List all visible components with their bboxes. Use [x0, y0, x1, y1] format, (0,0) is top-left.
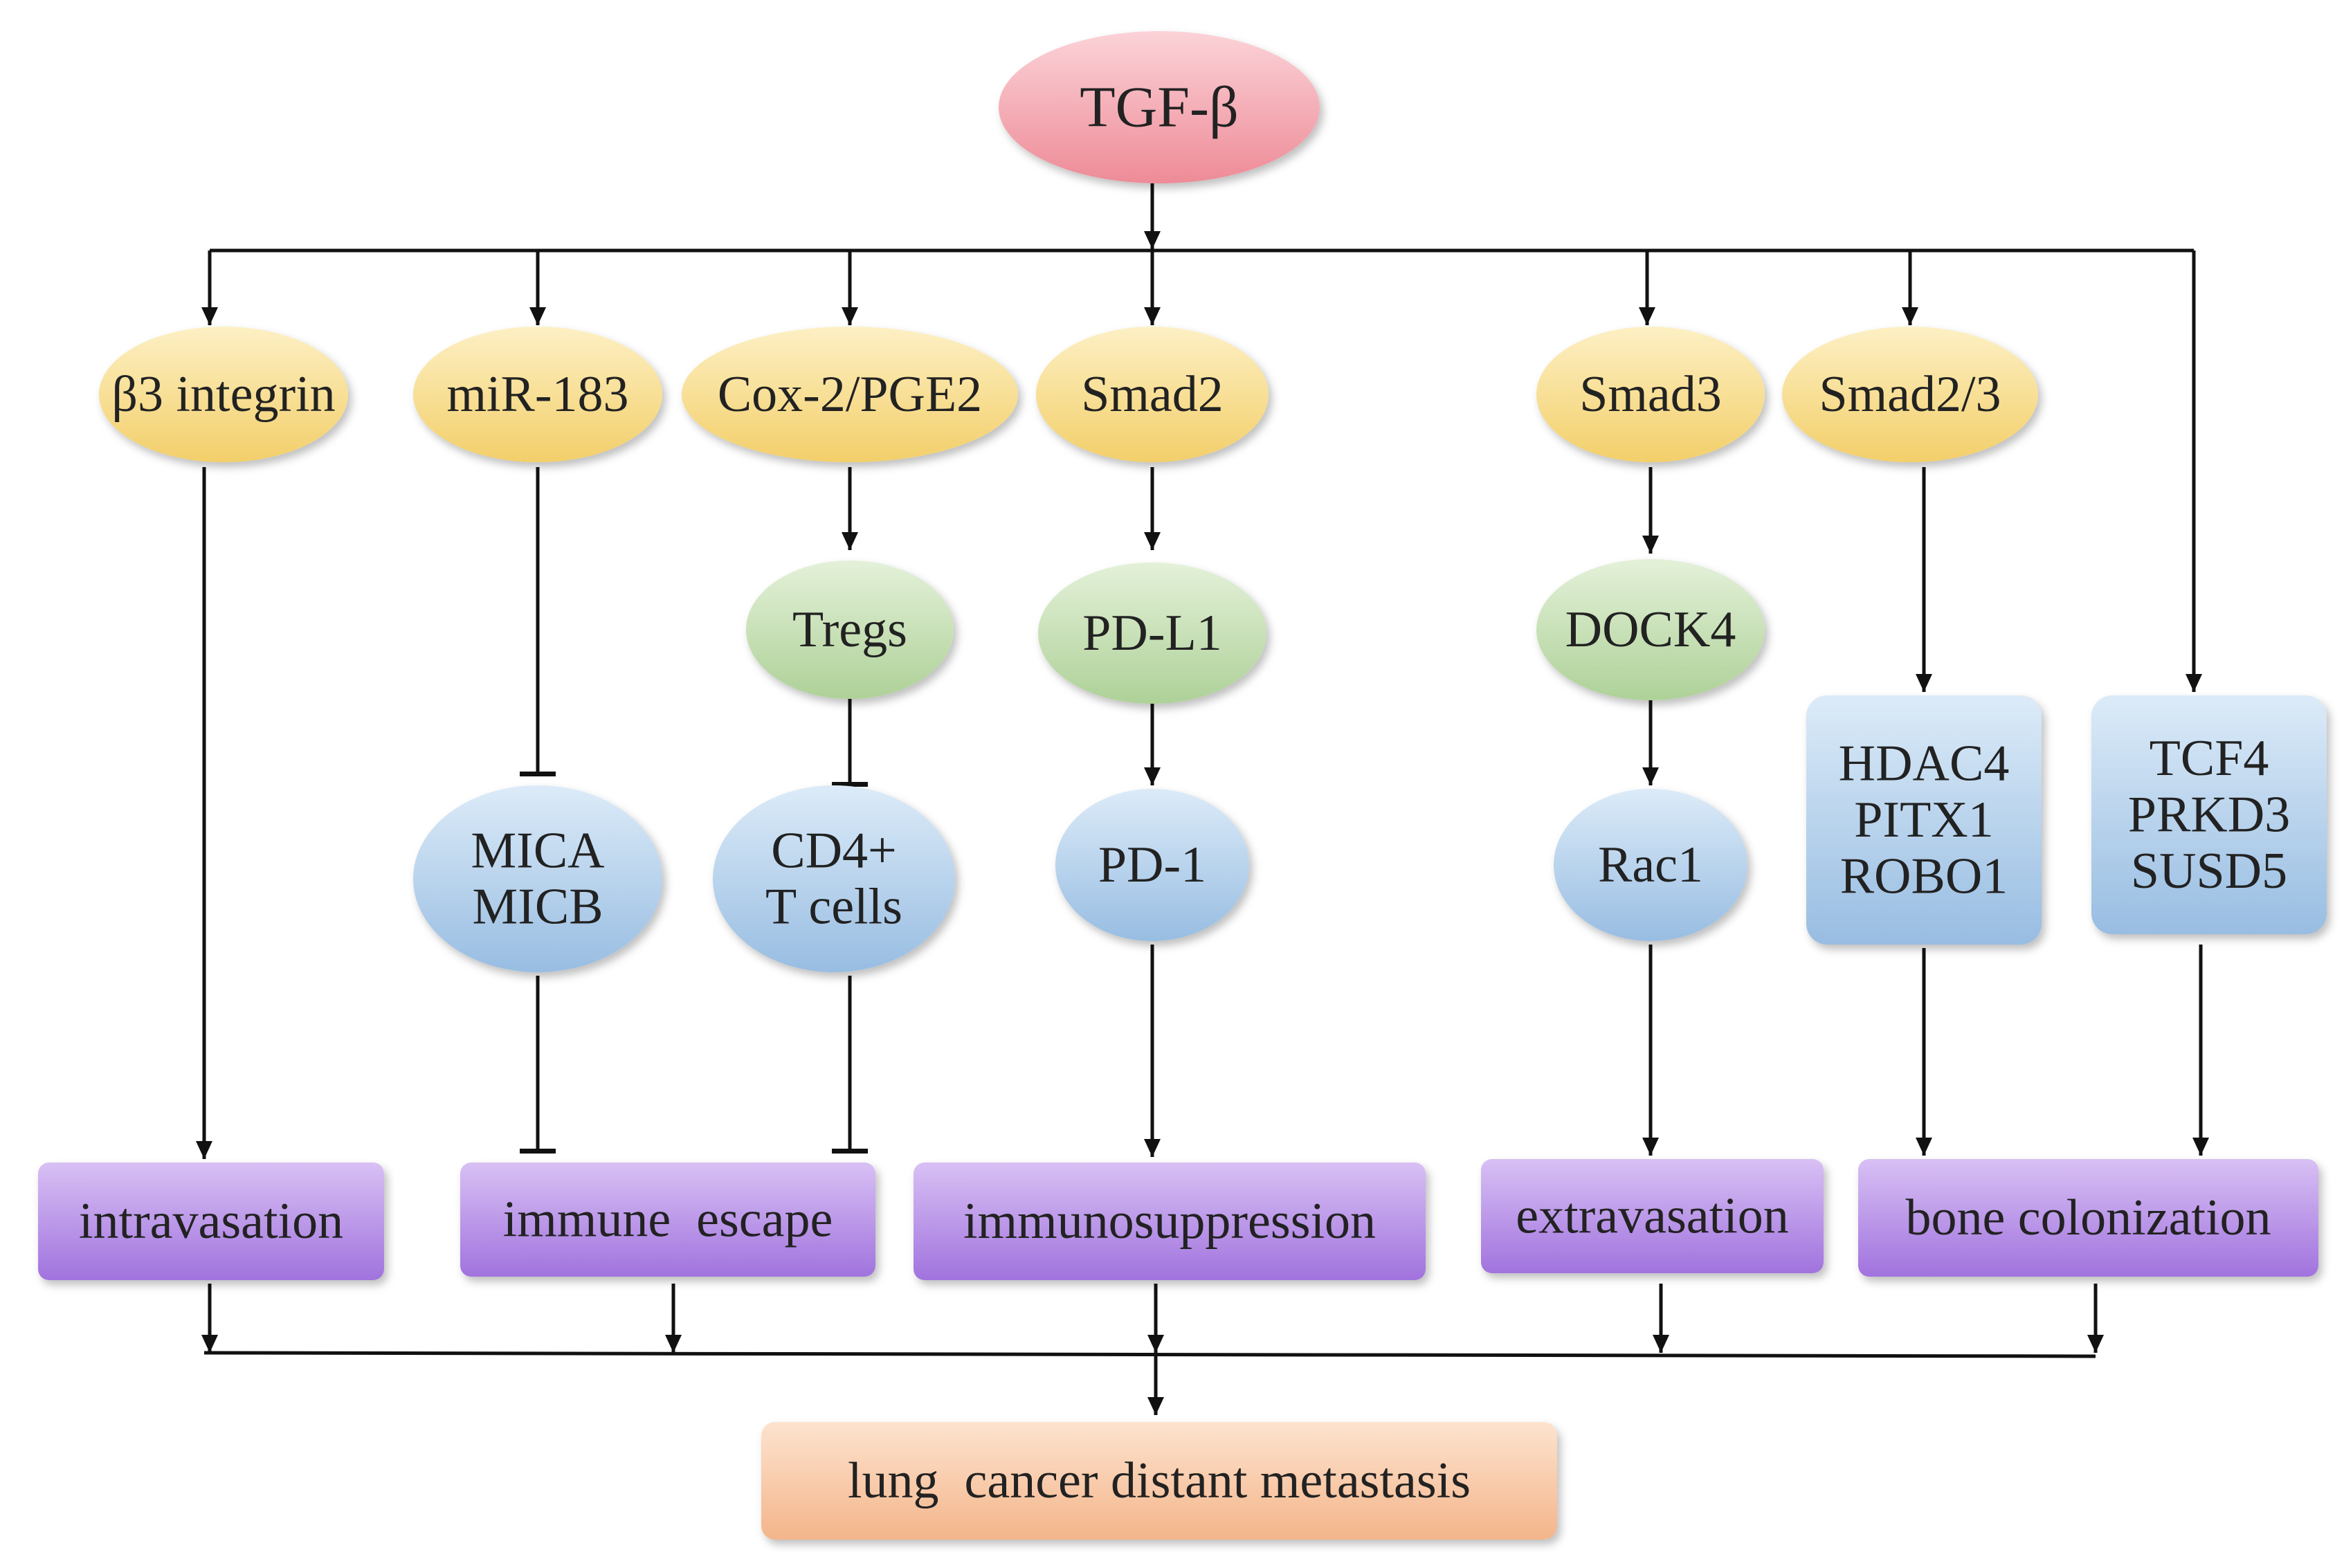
effector-cd4-label-1: CD4+	[771, 822, 897, 879]
effector-mica-label-2: MICB	[472, 879, 603, 936]
gene-box-hdac-label-1: HDAC4	[1839, 736, 2010, 792]
mediator-b3-label: β3 integrin	[111, 366, 335, 423]
intermediate-pdl1-shape	[1038, 563, 1266, 704]
intermediate-dock4: DOCK4	[1536, 559, 1765, 700]
process-extra-label: extravasation	[1516, 1188, 1789, 1245]
mediator-smad2-label: Smad2	[1081, 366, 1224, 423]
nodes: TGF-β β3 integrin miR-183 Cox-2/PGE2 Smad2 Sm…	[38, 31, 2327, 1540]
outcome-lung-cancer-metastasis: lung cancer distant metastasis	[761, 1422, 1557, 1540]
tgf-beta-node-label: TGF-β	[1080, 75, 1238, 140]
mediator-smad2-shape	[1036, 327, 1269, 462]
gene-box-tcf-label-1: TCF4	[2150, 730, 2269, 787]
process-immuno: immunosuppression	[914, 1163, 1426, 1280]
effector-cd4-label-2: T cells	[765, 879, 902, 936]
effector-pd1-label: PD-1	[1098, 837, 1206, 893]
tgf-beta-node: TGF-β	[999, 31, 1320, 183]
tgf-beta-node-shape	[999, 31, 1320, 183]
mediator-mir-label: miR-183	[446, 366, 628, 423]
mediator-smad23: Smad2/3	[1782, 327, 2038, 462]
effector-pd1: PD-1	[1055, 789, 1249, 941]
mediator-smad23-shape	[1782, 327, 2038, 462]
mediator-smad2: Smad2	[1036, 327, 1269, 462]
mediator-mir: miR-183	[413, 327, 662, 462]
effector-pd1-shape	[1055, 789, 1249, 941]
intermediate-tregs: Tregs	[746, 560, 954, 699]
process-intra: intravasation	[38, 1163, 384, 1280]
intermediate-tregs-label: Tregs	[792, 601, 907, 658]
effector-rac1-shape	[1554, 789, 1747, 941]
mediator-cox: Cox-2/PGE2	[682, 327, 1018, 462]
process-bone-label: bone colonization	[1905, 1189, 2271, 1246]
process-immune-label: immune escape	[503, 1192, 833, 1248]
effector-cd4-shape	[713, 785, 955, 972]
mediator-smad3: Smad3	[1536, 327, 1765, 462]
mediator-smad3-label: Smad3	[1579, 366, 1722, 423]
collector-line-bottom	[203, 1351, 2096, 1358]
intermediate-pdl1: PD-L1	[1038, 563, 1266, 704]
process-intra-shape	[38, 1163, 384, 1280]
effector-rac1: Rac1	[1554, 789, 1747, 941]
effector-rac1-label: Rac1	[1598, 837, 1703, 893]
process-immuno-label: immunosuppression	[963, 1193, 1376, 1250]
process-bone-shape	[1858, 1159, 2318, 1277]
effector-mica-label-1: MICA	[471, 822, 604, 879]
mediator-cox-shape	[682, 327, 1018, 462]
intermediate-tregs-shape	[746, 560, 954, 699]
gene-box-hdac-label-2: PITX1	[1854, 792, 1993, 848]
mediator-mir-shape	[413, 327, 662, 462]
intermediate-dock4-label: DOCK4	[1565, 601, 1736, 658]
mediator-cox-label: Cox-2/PGE2	[718, 366, 982, 423]
gene-box-tcf-shape	[2091, 695, 2327, 934]
effector-mica-shape	[413, 785, 662, 972]
process-immune-shape	[460, 1163, 875, 1277]
process-extra: extravasation	[1481, 1159, 1824, 1273]
effector-cd4: CD4+T cells	[713, 785, 955, 972]
gene-box-hdac-shape	[1806, 695, 2042, 945]
process-extra-shape	[1481, 1159, 1824, 1273]
process-immune: immune escape	[460, 1163, 875, 1277]
process-intra-label: intravasation	[79, 1193, 343, 1250]
gene-box-tcf-label-2: PRKD3	[2128, 787, 2290, 844]
connectors	[196, 183, 2209, 1415]
mediator-b3: β3 integrin	[99, 327, 348, 462]
process-bone: bone colonization	[1858, 1159, 2318, 1277]
mediator-smad3-shape	[1536, 327, 1765, 462]
outcome-lung-cancer-metastasis-shape	[761, 1422, 1557, 1540]
outcome-lung-cancer-metastasis-label: lung cancer distant metastasis	[848, 1452, 1471, 1509]
mediator-smad23-label: Smad2/3	[1819, 366, 2001, 423]
gene-box-tcf-label-3: SUSD5	[2131, 843, 2287, 900]
mediator-b3-shape	[99, 327, 348, 462]
gene-box-hdac-label-3: ROBO1	[1840, 848, 2008, 904]
intermediate-dock4-shape	[1536, 559, 1765, 700]
intermediate-pdl1-label: PD-L1	[1082, 605, 1221, 662]
process-immuno-shape	[914, 1163, 1426, 1280]
